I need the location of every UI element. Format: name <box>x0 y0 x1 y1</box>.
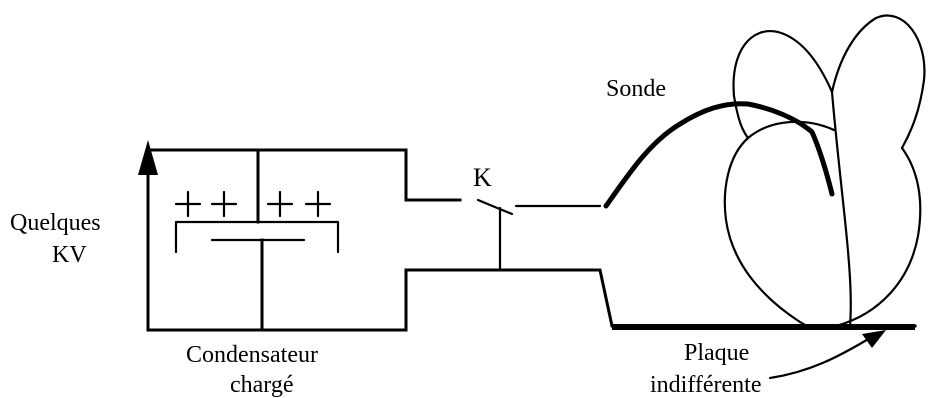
plate-pointer-arrow <box>768 330 886 380</box>
capacitor-label-line2: chargé <box>230 372 294 398</box>
probe-curve <box>603 101 835 209</box>
plus-signs <box>174 190 332 218</box>
voltage-label-line1: Quelques <box>10 210 101 236</box>
plate-label-line2: indifférente <box>650 372 762 398</box>
plate-label-line1: Plaque <box>684 340 749 366</box>
capacitor-symbol <box>174 190 340 254</box>
capacitor-label-line1: Condensateur <box>186 342 318 368</box>
switch-k <box>476 198 602 272</box>
voltage-arrow <box>138 140 158 332</box>
voltage-label-line2: KV <box>52 242 87 268</box>
probe-label: Sonde <box>606 76 666 102</box>
switch-label: K <box>473 163 492 192</box>
